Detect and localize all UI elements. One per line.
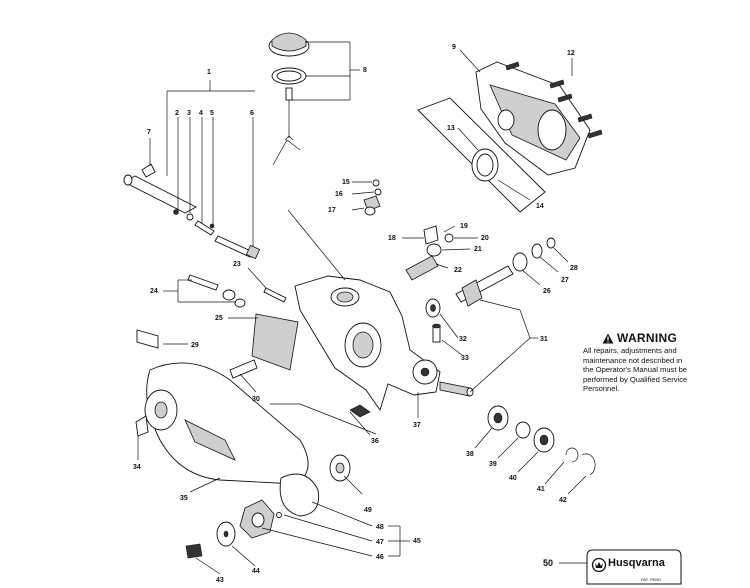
gear-housing-drawing (417, 61, 603, 213)
part-label-32: 32 (459, 336, 467, 343)
clutch-parts-drawing (185, 454, 351, 559)
part-number-labels: 1 2 3 4 5 6 7 8 9 12 13 14 15 16 17 18 1… (133, 44, 578, 584)
leader-lines (137, 41, 587, 575)
part-label-46: 46 (376, 554, 384, 561)
housing-screws (505, 61, 603, 139)
part-label-24: 24 (150, 288, 158, 295)
part-label-27: 27 (561, 277, 569, 284)
warning-triangle-icon (602, 333, 614, 343)
part-label-20: 20 (481, 235, 489, 242)
part-label-16: 16 (335, 191, 343, 198)
part-label-47: 47 (376, 539, 384, 546)
part-label-41: 41 (537, 486, 545, 493)
part-label-1: 1 (207, 69, 211, 76)
part-label-17: 17 (328, 207, 336, 214)
cutting-arm-body-drawing (294, 275, 474, 412)
part-label-43: 43 (216, 577, 224, 584)
part-label-34: 34 (133, 464, 141, 471)
logo-plate-outline (586, 549, 682, 585)
part-label-21: 21 (474, 246, 482, 253)
part-label-30: 30 (252, 396, 260, 403)
husqvarna-brand-text: Husqvarna (608, 557, 665, 569)
part-label-23: 23 (233, 261, 241, 268)
belt-guard-drawing (135, 362, 309, 485)
part-label-6: 6 (250, 110, 254, 117)
part-label-50: 50 (543, 558, 553, 568)
part-label-14: 14 (536, 203, 544, 210)
part-label-8: 8 (363, 67, 367, 74)
bearings-and-circlips-drawing (487, 405, 596, 476)
part-label-36: 36 (371, 438, 379, 445)
part-label-13: 13 (447, 125, 455, 132)
part-label-9: 9 (452, 44, 456, 51)
part-label-7: 7 (147, 129, 151, 136)
part-label-29: 29 (191, 342, 199, 349)
part-label-40: 40 (509, 475, 517, 482)
pump-shaft-drawing (123, 163, 261, 260)
part-label-33: 33 (461, 355, 469, 362)
part-label-3: 3 (187, 110, 191, 117)
part-50-callout: 50 (543, 558, 588, 568)
warning-notice: WARNING All repairs, adjustments and mai… (583, 331, 733, 394)
part-label-48: 48 (376, 524, 384, 531)
part-label-42: 42 (559, 497, 567, 504)
warning-title-text: WARNING (617, 331, 678, 345)
part-label-22: 22 (454, 267, 462, 274)
bearing-bolt-drawing (425, 298, 441, 343)
part-label-18: 18 (388, 235, 396, 242)
part-label-19: 19 (460, 223, 468, 230)
part-label-44: 44 (252, 568, 260, 575)
part-label-37: 37 (413, 422, 421, 429)
part-label-12: 12 (567, 50, 575, 57)
gear-shaft-drawing (455, 237, 556, 307)
part-label-5: 5 (210, 110, 214, 117)
oil-hose-drawing (363, 163, 454, 281)
part-label-35: 35 (180, 495, 188, 502)
bracket-parts-drawing (136, 274, 371, 418)
part-label-45: 45 (413, 538, 421, 545)
part-label-4: 4 (199, 110, 203, 117)
patent-pending-text: PAT. PEND. (641, 577, 663, 582)
part-label-25: 25 (215, 315, 223, 322)
part-label-28: 28 (570, 265, 578, 272)
warning-title: WARNING (602, 331, 733, 345)
part-label-49: 49 (364, 507, 372, 514)
warning-body-text: All repairs, adjustments and maintenance… (583, 346, 688, 394)
part-label-39: 39 (489, 461, 497, 468)
part-label-38: 38 (466, 451, 474, 458)
oil-cap-drawing (268, 32, 310, 101)
part-label-15: 15 (342, 179, 350, 186)
part-label-31: 31 (540, 336, 548, 343)
husqvarna-logo-plate: Husqvarna PAT. PEND. (585, 548, 683, 586)
part-label-2: 2 (175, 110, 179, 117)
oil-filter-drawing (272, 100, 301, 166)
part-label-26: 26 (543, 288, 551, 295)
husqvarna-crown-icon (591, 557, 607, 573)
